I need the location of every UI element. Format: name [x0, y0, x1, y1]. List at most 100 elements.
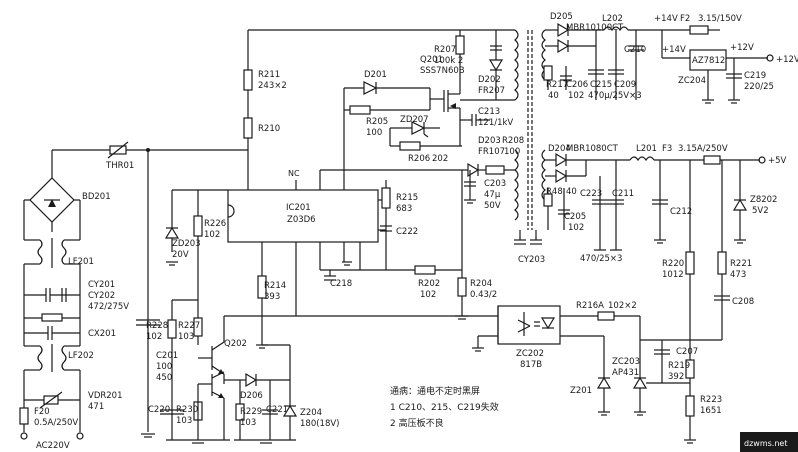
c215-label: C215	[590, 80, 612, 90]
diode-d205b	[557, 38, 570, 54]
diode-d201	[363, 81, 378, 95]
c205-label: C205	[564, 212, 586, 222]
note-line1: 1 C210、215、C219失效	[390, 401, 499, 413]
ac-terminal-left	[20, 432, 28, 440]
cap-cx201	[24, 326, 80, 340]
q202-label: Q202	[224, 339, 247, 349]
c219-value: 220/25	[744, 82, 774, 92]
fuse-f20	[19, 407, 29, 425]
d204-value: MBR1080CT	[566, 144, 619, 154]
out-5v-terminal	[758, 156, 766, 164]
d202-value: FR207	[478, 86, 505, 96]
r223-value: 1651	[700, 406, 722, 416]
cap-cy201-cy202	[23, 264, 81, 346]
resistor-r227	[193, 317, 203, 337]
c212-label: C212	[670, 207, 692, 217]
r48-label: R48	[546, 187, 563, 197]
q201-label: Q201	[420, 55, 443, 65]
z204-value: 180(18V)	[300, 419, 340, 429]
resistor-r208	[485, 165, 505, 175]
c208-label: C208	[732, 297, 754, 307]
zener-z201	[596, 376, 612, 389]
bd201-label: BD201	[82, 192, 111, 202]
c210-label: C210	[624, 45, 646, 55]
cy201-label: CY201	[88, 280, 115, 290]
zc203-label: ZC203	[612, 357, 640, 367]
d201-label: D201	[364, 70, 387, 80]
cap-c201	[136, 319, 160, 326]
r229-value: 103	[240, 418, 256, 428]
zc202-label: ZC202	[516, 349, 544, 359]
vdr201-label: VDR201	[88, 391, 123, 401]
r204-value: 0.43/2	[470, 290, 497, 300]
r207-value: 100k 2	[434, 56, 463, 66]
diode-d205a	[557, 22, 570, 38]
cx201-label: CX201	[88, 329, 116, 339]
r207-label: R207	[434, 45, 456, 55]
resistor-r228	[167, 319, 177, 339]
r220-value: 1012	[662, 270, 684, 280]
r228-label: R228	[146, 321, 168, 331]
cy202-value: 472/275V	[88, 302, 129, 312]
diode-d204b	[555, 168, 568, 184]
r216a-value: 102×2	[608, 301, 637, 311]
transistor-lower	[198, 371, 225, 399]
choke-lf202	[24, 344, 80, 372]
zd203-value: 20V	[172, 250, 189, 260]
r221-value: 473	[730, 270, 746, 280]
c209-label: C209	[614, 80, 636, 90]
c201-label: C201	[156, 351, 178, 361]
c206-value: 102	[568, 91, 584, 101]
zener-z204	[282, 404, 298, 417]
vdr201-value: 471	[88, 402, 104, 412]
r217-label: R217	[546, 80, 568, 90]
zd203-label: ZD203	[172, 239, 201, 249]
thr01-label: THR01	[105, 161, 134, 171]
c223-label: C223	[580, 189, 602, 199]
f20-label: F20	[34, 407, 50, 417]
cy203-label: CY203	[518, 255, 545, 265]
resistor-r219	[685, 359, 695, 379]
diode-d202	[488, 59, 504, 72]
r211-label: R211	[258, 70, 280, 80]
diode-d204a	[555, 152, 568, 168]
d204-label: D204	[548, 144, 571, 154]
bleed-resistor	[41, 313, 63, 322]
resistor-r226	[193, 215, 203, 237]
resistor-r216a	[597, 311, 615, 321]
r206-value: 202	[432, 154, 448, 164]
c207-label: C207	[676, 347, 698, 357]
c201-value1: 100	[156, 362, 172, 372]
c206-label: C206	[566, 80, 588, 90]
c213-label: C213	[478, 107, 500, 117]
c201-value2: 450	[156, 373, 172, 383]
resistor-r206	[399, 141, 421, 151]
r202-value: 102	[420, 290, 436, 300]
ic-nc-label: NC	[288, 169, 300, 178]
v12-output-label: +12V	[776, 55, 798, 65]
c203-label: C203	[484, 179, 506, 189]
c213-value: 121/1kV	[478, 118, 513, 128]
r202-label: R202	[418, 279, 440, 289]
r48-value: 40	[566, 187, 577, 197]
fuse-f3	[703, 155, 721, 165]
resistor-r214	[257, 275, 267, 299]
r223-label: R223	[700, 395, 722, 405]
c209-value: 470μ/25V×3	[588, 91, 642, 101]
resistor-r205	[349, 105, 371, 115]
l201-label: L201	[636, 144, 657, 154]
r219-value: 392	[668, 372, 684, 382]
r205-label: R205	[366, 117, 388, 127]
f2-value: 3.15/150V	[698, 14, 742, 24]
c203-value2: 50V	[484, 201, 501, 211]
resistor-r215	[381, 187, 391, 209]
diode-d206	[245, 372, 258, 388]
l202-label: L202	[602, 14, 623, 24]
resistor-r229	[235, 403, 245, 421]
lf202-label: LF202	[68, 351, 94, 361]
c218-label: C218	[330, 279, 352, 289]
zener-zd203	[164, 226, 180, 239]
r214-label: R214	[264, 281, 286, 291]
fuse-f2	[689, 25, 709, 35]
